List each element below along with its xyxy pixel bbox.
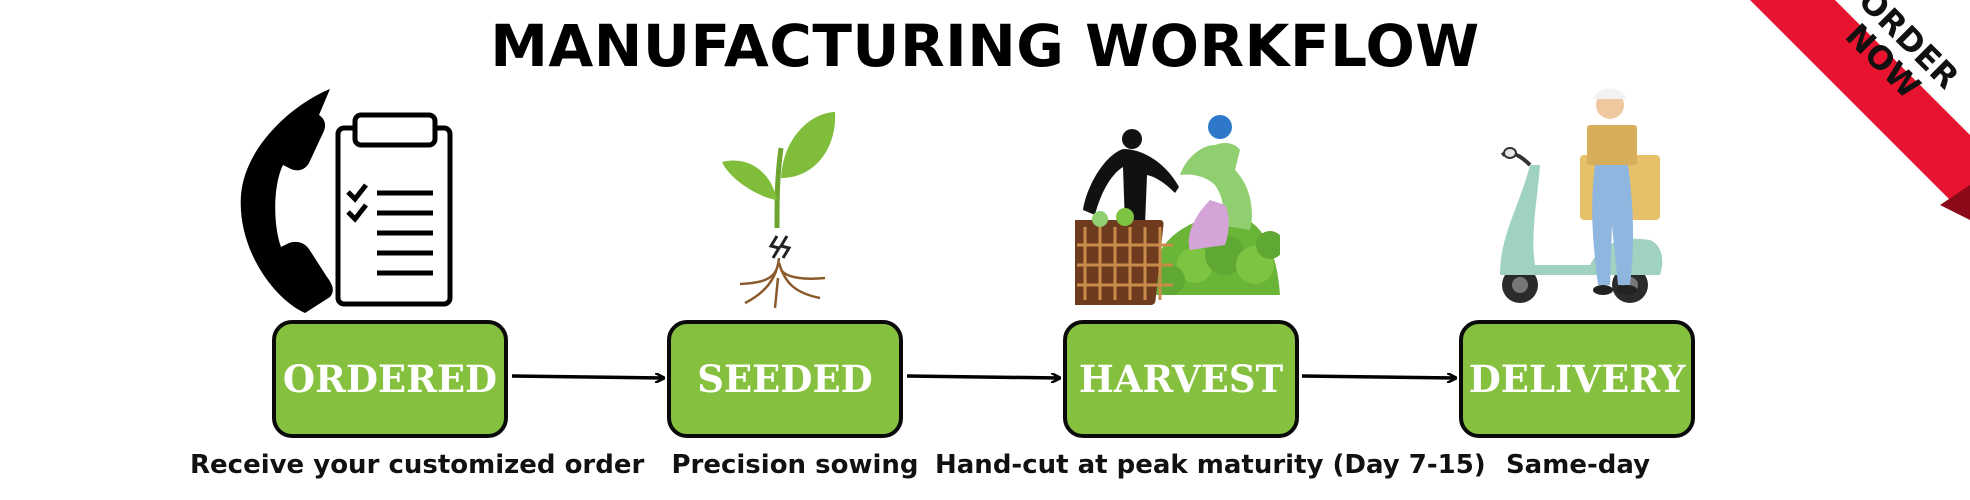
step-harvest-caption: Hand-cut at peak maturity (Day 7-15) [935, 450, 1486, 480]
sprout-icon [722, 112, 836, 308]
step-ordered-box: ORDERED [272, 320, 508, 438]
step-seeded-caption: Precision sowing [671, 450, 919, 480]
step-seeded-box: SEEDED [667, 320, 903, 438]
arrow-seeded-to-harvest [906, 376, 1060, 378]
arrow-ordered-to-seeded [511, 376, 664, 378]
delivery-scooter-icon [1500, 88, 1663, 303]
arrow-harvest-to-delivery [1301, 376, 1456, 378]
phone-clipboard-icon [240, 89, 453, 313]
step-delivery-box: DELIVERY [1459, 320, 1695, 438]
page-title: MANUFACTURING WORKFLOW [490, 12, 1480, 80]
step-harvest-box: HARVEST [1063, 320, 1299, 438]
harvest-workers-icon [1075, 115, 1280, 305]
step-ordered-caption: Receive your customized order [190, 450, 645, 480]
step-delivery-caption: Same-day [1505, 450, 1651, 480]
order-now-ribbon[interactable] [1750, 0, 1970, 220]
